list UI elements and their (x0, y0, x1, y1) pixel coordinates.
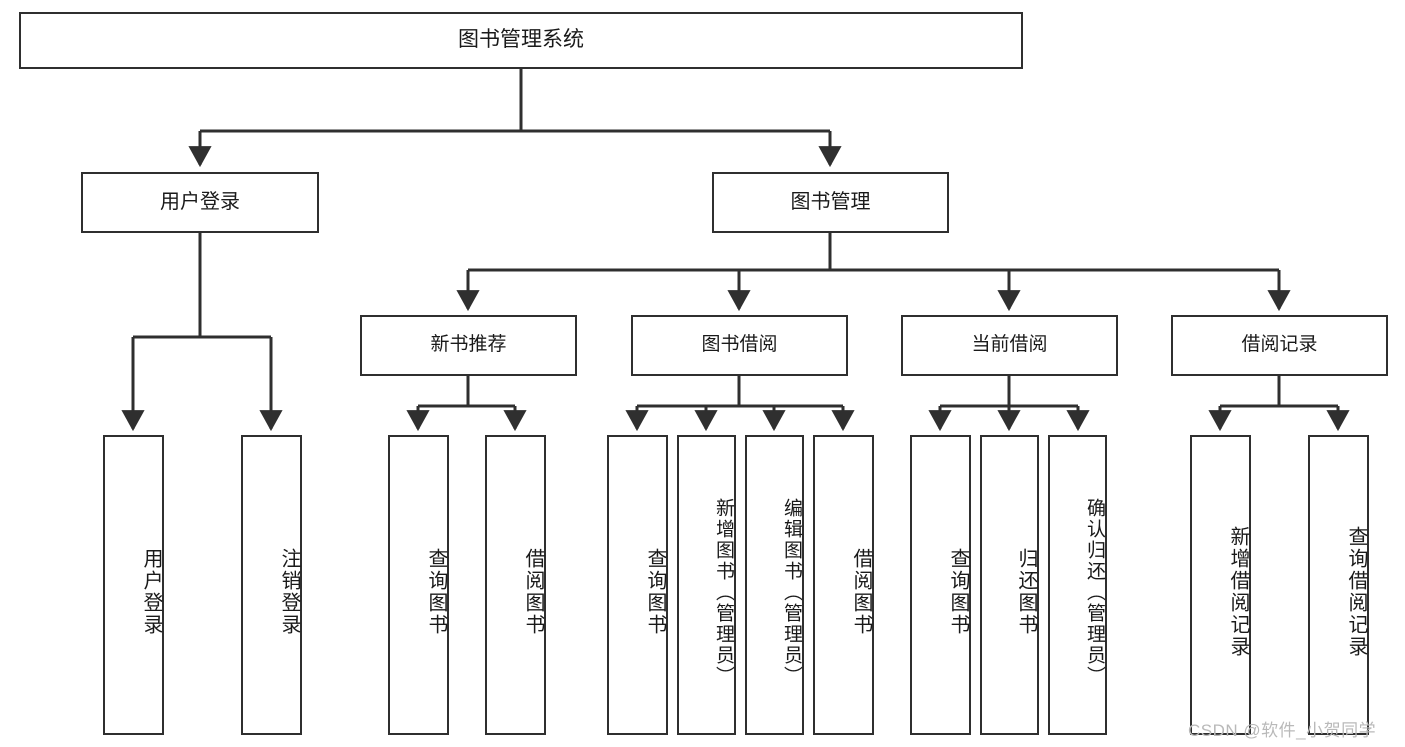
leaf-new-book-query-books[interactable]: 查询图书 (388, 435, 449, 735)
node-current-borrowing[interactable]: 当前借阅 (901, 315, 1118, 376)
leaf-borrow-record-query-record[interactable]: 查询借阅记录 (1308, 435, 1369, 735)
leaf-new-book-borrow-books[interactable]: 借阅图书 (485, 435, 546, 735)
node-new-book-recommendation[interactable]: 新书推荐 (360, 315, 577, 376)
csdn-watermark: CSDN @软件_小贺同学 (1188, 721, 1377, 740)
leaf-current-borrow-confirm-return-admin[interactable]: 确认归还（管理员） (1048, 435, 1107, 735)
leaf-borrow-record-add-record[interactable]: 新增借阅记录 (1190, 435, 1251, 735)
leaf-user-login-signout[interactable]: 注销登录 (241, 435, 302, 735)
node-book-management[interactable]: 图书管理 (712, 172, 949, 233)
node-root-book-management-system[interactable]: 图书管理系统 (19, 12, 1023, 69)
leaf-book-borrow-borrow-books[interactable]: 借阅图书 (813, 435, 874, 735)
leaf-book-borrow-query-books[interactable]: 查询图书 (607, 435, 668, 735)
node-user-login[interactable]: 用户登录 (81, 172, 319, 233)
leaf-user-login-signin[interactable]: 用户登录 (103, 435, 164, 735)
node-book-borrowing[interactable]: 图书借阅 (631, 315, 848, 376)
leaf-current-borrow-query-books[interactable]: 查询图书 (910, 435, 971, 735)
leaf-current-borrow-return-books[interactable]: 归还图书 (980, 435, 1039, 735)
leaf-book-borrow-edit-book-admin[interactable]: 编辑图书（管理员） (745, 435, 804, 735)
node-borrowing-record[interactable]: 借阅记录 (1171, 315, 1388, 376)
leaf-book-borrow-add-book-admin[interactable]: 新增图书（管理员） (677, 435, 736, 735)
